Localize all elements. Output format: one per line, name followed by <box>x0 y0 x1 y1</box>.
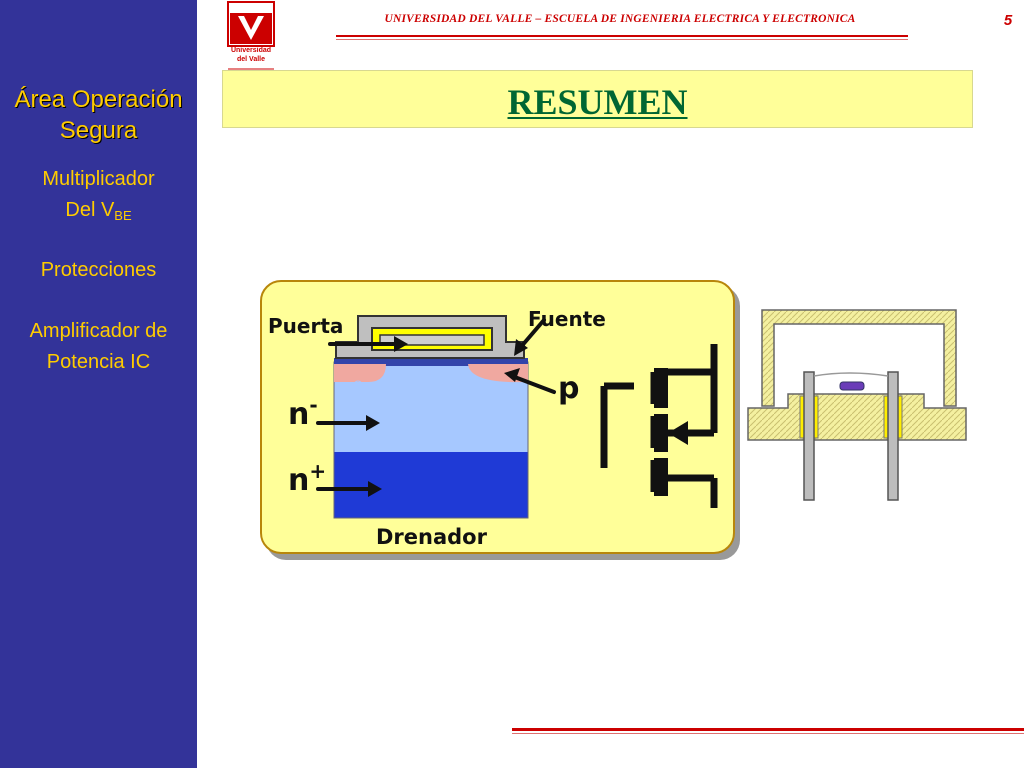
sidebar-item-amplificador[interactable]: Amplificador de Potencia IC <box>0 316 197 378</box>
label-n-minus-sup: - <box>309 393 317 417</box>
label-p: p <box>558 371 579 406</box>
page-number: 5 <box>1003 12 1013 29</box>
mosfet-symbol-channel-icon <box>654 368 688 496</box>
title-box: RESUMEN <box>222 70 973 128</box>
die-chip <box>839 381 865 391</box>
arrow-p-shaft <box>510 374 556 394</box>
label-n-minus: n- <box>288 393 318 432</box>
mosfet-cross-section-diagram: Puerta Fuente p n- n+ Drenador <box>260 280 740 560</box>
page-title: RESUMEN <box>507 82 688 122</box>
footer-rule <box>512 728 1024 731</box>
n-plus-region <box>334 452 528 518</box>
package-base <box>747 393 967 441</box>
mosfet-package-diagram <box>747 309 967 501</box>
arrow-source-shaft <box>518 318 546 350</box>
lead-right <box>887 371 899 501</box>
sidebar-item-amp-line2: Potencia IC <box>46 351 151 373</box>
surface-layer <box>334 358 528 366</box>
sidebar-item-amp-line1: Amplificador de <box>29 320 168 342</box>
p-region-left <box>334 364 386 382</box>
sidebar-item-vbe-multiplier[interactable]: Multiplicador Del VBE <box>0 164 197 226</box>
institution-header: UNIVERSIDAD DEL VALLE – ESCUELA DE INGEN… <box>384 13 856 25</box>
footer-rule-thin <box>512 733 1024 734</box>
arrow-gate-head <box>394 336 408 352</box>
arrow-n-plus-head <box>368 481 382 497</box>
lead-left <box>803 371 815 501</box>
label-n-plus-main: n <box>288 463 309 498</box>
sidebar-title: Área Operación Segura <box>0 84 197 146</box>
sidebar-title-line2: Segura <box>59 117 138 144</box>
label-n-plus-sup: + <box>309 459 326 483</box>
arrow-source-head <box>514 339 528 356</box>
label-source: Fuente <box>528 307 606 331</box>
gate-electrode <box>379 334 485 346</box>
sidebar-item-vbe-subscript: BE <box>114 208 132 223</box>
header-rule <box>336 35 908 37</box>
sidebar-item-vbe-line1: Multiplicador <box>42 168 155 190</box>
arrow-p-head <box>504 368 520 382</box>
arrow-n-minus-head <box>366 415 380 431</box>
university-logo-icon <box>227 1 275 70</box>
package-lid <box>761 309 957 407</box>
logo-text-line2: del Valle <box>236 56 266 63</box>
label-n-minus-main: n <box>288 397 309 432</box>
sidebar: Área Operación Segura Multiplicador Del … <box>0 0 197 768</box>
sidebar-item-protecciones-label: Protecciones <box>40 259 157 281</box>
sidebar-item-protecciones[interactable]: Protecciones <box>0 255 197 286</box>
logo-text-line1: Universidad <box>230 47 272 54</box>
label-n-plus: n+ <box>288 459 326 498</box>
header-rule-thin <box>336 39 908 40</box>
field-line <box>351 380 365 387</box>
label-gate: Puerta <box>268 314 343 338</box>
label-drain: Drenador <box>376 525 488 549</box>
sidebar-item-vbe-line2: Del V <box>65 199 115 221</box>
sidebar-title-line1: Área Operación <box>14 86 183 113</box>
bond-wire <box>813 372 889 377</box>
